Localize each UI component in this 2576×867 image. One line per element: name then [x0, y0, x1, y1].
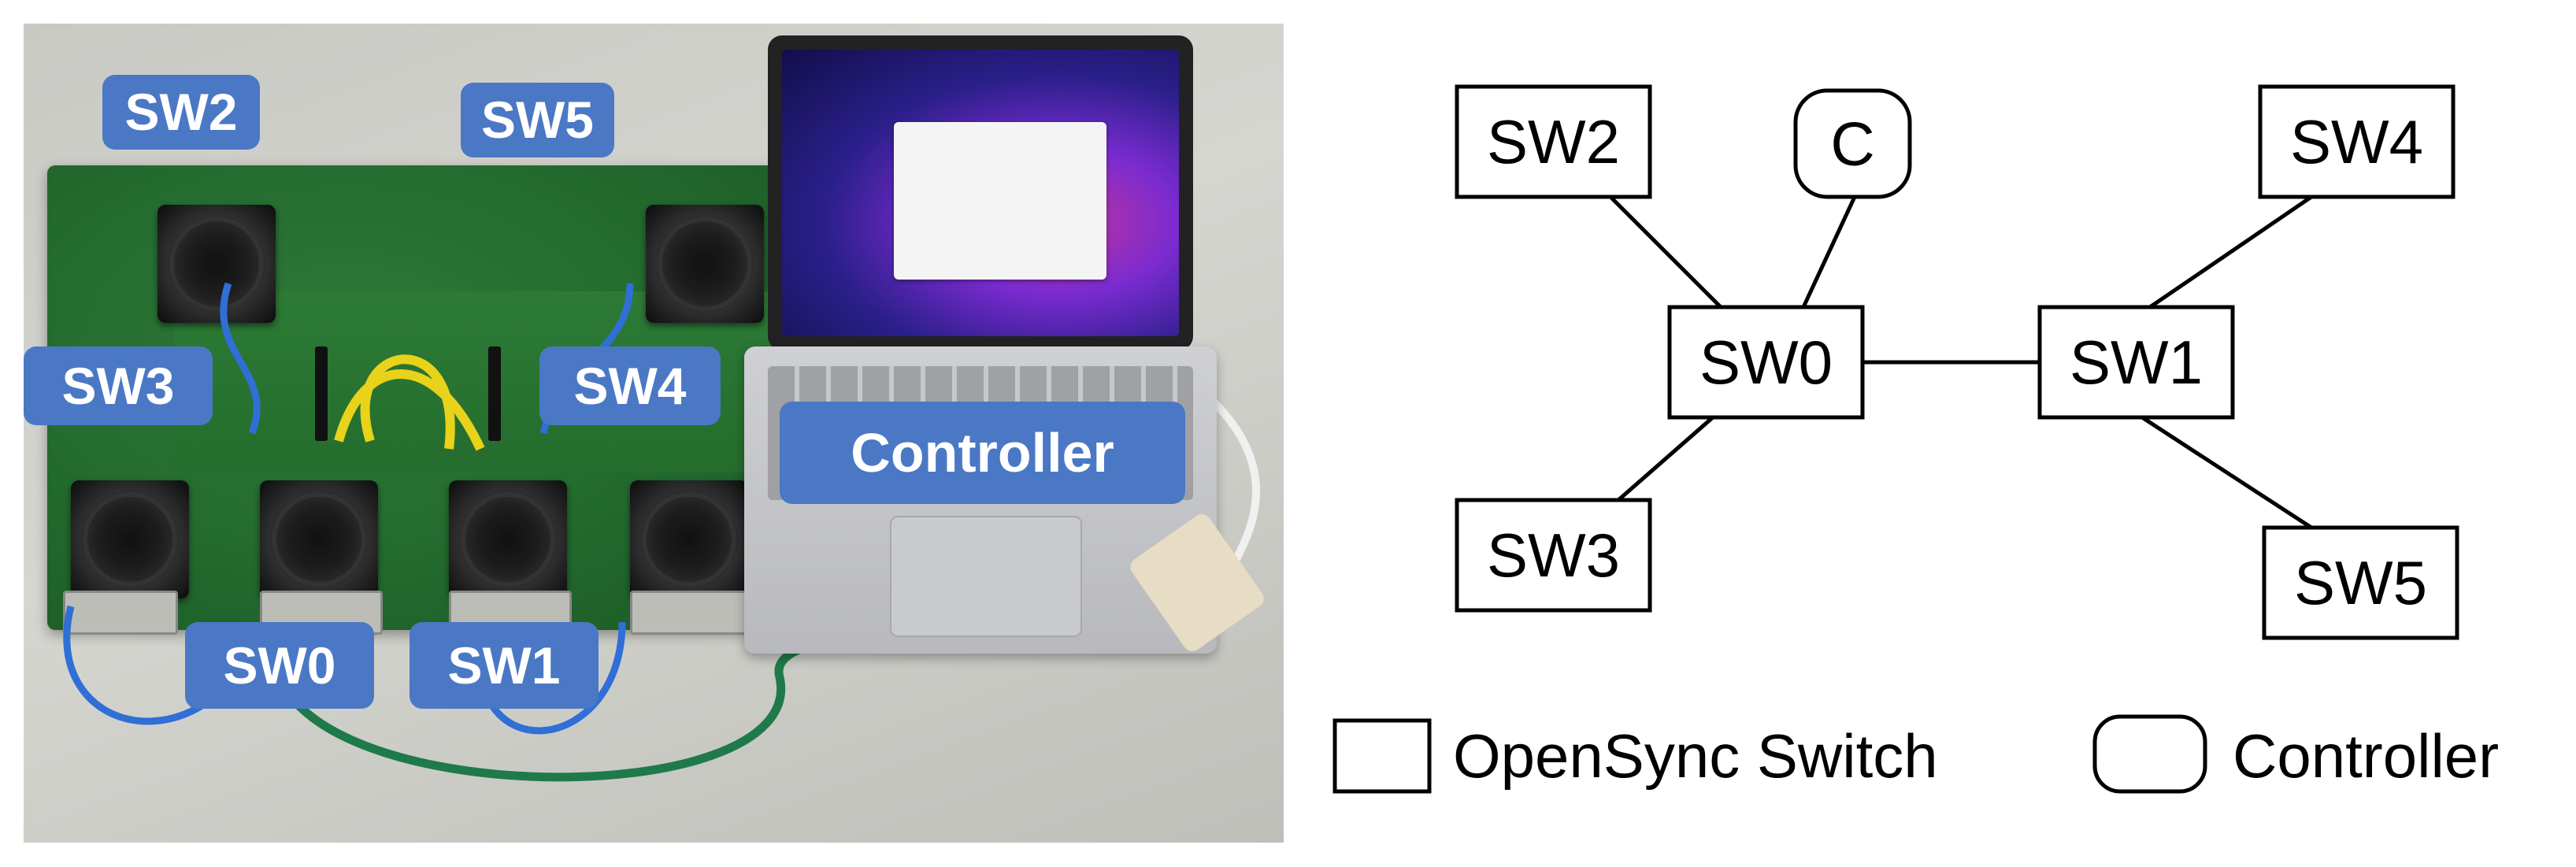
edge-c-sw0: [1801, 195, 1857, 309]
node-box-sw4: [2258, 84, 2456, 199]
topology-legend: OpenSync Switch Controller: [1332, 714, 2499, 794]
blue-cable: [220, 282, 261, 435]
node-label-c: C: [1830, 109, 1874, 179]
edge-sw2-sw0: [1609, 195, 1722, 309]
switch-module-sw2: [158, 205, 276, 323]
white-cable: [1202, 391, 1260, 561]
switch-module-sw4: [630, 480, 748, 598]
node-label-sw0: SW0: [1699, 328, 1833, 397]
legend-label-square: OpenSync Switch: [1453, 721, 1938, 791]
laptop-trackpad: [890, 516, 1082, 637]
yellow-cable: [334, 369, 485, 451]
node-box-sw5: [2262, 525, 2459, 640]
port-row: [63, 591, 178, 635]
node-label-sw5: SW5: [2294, 548, 2427, 617]
node-label-sw3: SW3: [1487, 521, 1620, 590]
edge-sw1-sw4: [2148, 195, 2313, 309]
switch-module-sw1: [449, 480, 567, 598]
node-sw0: SW0: [1667, 305, 1865, 420]
switch-module-sw3: [71, 480, 189, 598]
node-box-c: [1793, 88, 1912, 199]
photo-label-sw4: SW4: [539, 346, 721, 425]
topology-edges: [1609, 195, 2313, 530]
node-sw1: SW1: [2037, 305, 2235, 420]
port-row: [630, 591, 753, 635]
board-slot: [315, 346, 328, 441]
testbed-photo: SW2 SW5 SW3 SW4 Controller SW0 SW1: [24, 24, 1284, 843]
node-sw3: SW3: [1455, 498, 1652, 613]
node-label-sw2: SW2: [1487, 107, 1620, 176]
board-slot: [488, 346, 501, 441]
photo-label-sw0: SW0: [185, 622, 374, 709]
node-sw4: SW4: [2258, 84, 2456, 199]
laptop-app-window: [894, 122, 1106, 280]
photo-label-sw5: SW5: [461, 83, 614, 157]
laptop-screen: [768, 35, 1193, 350]
legend-swatch-rounded: [2092, 714, 2207, 794]
node-box-sw1: [2037, 305, 2235, 420]
edge-sw0-sw3: [1617, 416, 1714, 502]
switch-module-sw0: [260, 480, 378, 598]
node-box-sw0: [1667, 305, 1865, 420]
node-sw2: SW2: [1455, 84, 1652, 199]
node-label-sw1: SW1: [2070, 328, 2203, 397]
photo-label-sw1: SW1: [410, 622, 599, 709]
photo-label-controller: Controller: [780, 402, 1185, 504]
legend-swatch-square: [1332, 718, 1432, 794]
switch-module-sw5: [646, 205, 764, 323]
node-label-sw4: SW4: [2290, 107, 2423, 176]
node-box-sw3: [1455, 498, 1652, 613]
node-c: C: [1793, 88, 1912, 199]
node-sw5: SW5: [2262, 525, 2459, 640]
photo-label-sw2: SW2: [102, 75, 260, 150]
edge-sw1-sw5: [2140, 415, 2313, 530]
photo-label-sw3: SW3: [24, 346, 213, 425]
legend-label-rounded: Controller: [2233, 721, 2499, 791]
node-box-sw2: [1455, 84, 1652, 199]
